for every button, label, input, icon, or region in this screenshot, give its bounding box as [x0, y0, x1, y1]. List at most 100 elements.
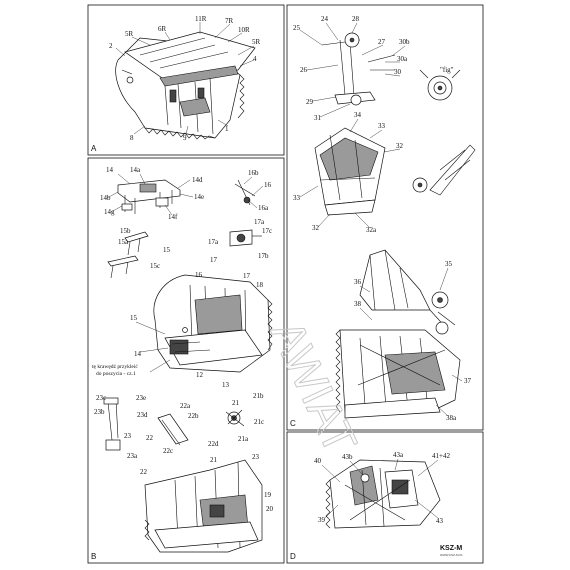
label-a-2: 11R: [195, 15, 207, 23]
label-b-27: 23e: [136, 394, 146, 402]
label-b-37: 21: [232, 399, 240, 407]
label-c-1: 28: [352, 15, 360, 23]
label-b-10: 15b: [120, 227, 131, 235]
label-c-4: 30b: [399, 38, 410, 46]
label-c-19: 38: [354, 300, 362, 308]
label-c-20: 37: [464, 377, 472, 385]
label-c-13: 32: [396, 142, 404, 150]
label-c-9: 31: [314, 114, 322, 122]
label-b-19: 16: [195, 271, 203, 279]
label-b-23: 14: [134, 350, 142, 358]
label-c-14: 33: [293, 194, 301, 202]
panel-a-letter: A: [91, 144, 97, 153]
label-b-34: 22: [146, 434, 154, 442]
label-b-6: 14f: [168, 213, 178, 221]
label-b-16: 17a: [208, 238, 219, 246]
glue-note-line-1: tę krawędź przykleić: [92, 364, 138, 370]
label-c-5: 26: [300, 66, 308, 74]
label-b-2: 14d: [192, 176, 203, 184]
label-b-38: 21b: [253, 392, 264, 400]
brand-logo: KSZ-M: [440, 545, 462, 552]
panel-a-frame: [87, 4, 285, 156]
label-c-21: 38a: [446, 414, 457, 422]
label-c-3: 27: [378, 38, 386, 46]
panel-c-letter: C: [290, 419, 296, 428]
label-b-35: 22c: [163, 447, 173, 455]
label-b-7: 16b: [248, 169, 259, 177]
label-b-22: 15: [130, 314, 138, 322]
panel-b-letter: B: [91, 552, 96, 561]
label-b-45: 20: [266, 505, 274, 513]
label-c-12: 33: [378, 122, 386, 130]
label-b-40: 21a: [238, 435, 249, 443]
panel-d-drawing: [325, 459, 441, 529]
label-c-10: "fig": [440, 66, 454, 74]
panel-c-drawing: [314, 32, 476, 419]
label-b-26: 23c: [96, 394, 106, 402]
label-c-6: 30a: [397, 55, 408, 63]
label-a-7: 4: [253, 55, 257, 63]
panel-a-drawing: [115, 31, 256, 140]
glue-note-line-2: do poszycia - cz.1: [96, 371, 136, 377]
panel-d-frame: [286, 431, 484, 564]
label-b-25: 13: [222, 381, 230, 389]
label-b-0: 14: [106, 166, 114, 174]
label-a-1: 6R: [158, 25, 167, 33]
label-b-42: 21: [210, 456, 218, 464]
label-b-11: 15a: [118, 238, 129, 246]
label-b-33: 22b: [188, 412, 199, 420]
label-b-28: 23b: [94, 408, 105, 416]
panel-b-drawing: [103, 179, 273, 553]
label-a-4: 10R: [238, 26, 250, 34]
label-b-21: 18: [256, 281, 264, 289]
label-b-3: 14b: [100, 194, 111, 202]
label-b-12: 15: [163, 246, 171, 254]
label-c-7: 30: [394, 68, 402, 76]
label-b-13: 15c: [150, 262, 160, 270]
label-b-15: 17c: [262, 227, 272, 235]
label-b-1: 14a: [130, 166, 141, 174]
label-c-11: 34: [354, 111, 362, 119]
panel-d-letter: D: [290, 552, 296, 561]
label-d-5: 43: [436, 517, 444, 525]
label-b-31: 23a: [127, 452, 138, 460]
label-b-20: 17: [243, 272, 251, 280]
label-b-4: 14e: [194, 193, 204, 201]
label-d-0: 40: [314, 457, 322, 465]
label-b-44: 19: [264, 491, 272, 499]
label-c-0: 24: [321, 15, 329, 23]
label-b-41: 22: [140, 468, 148, 476]
label-c-16: 32: [312, 224, 320, 232]
label-b-36: 22d: [208, 440, 219, 448]
label-b-18: 17b: [258, 252, 269, 260]
brand-tagline: WWW.KSZ-M.PL: [440, 553, 463, 557]
label-d-2: 43a: [393, 451, 404, 459]
label-d-4: 39: [318, 516, 326, 524]
label-b-9: 16a: [258, 204, 269, 212]
label-a-3: 7R: [225, 17, 234, 25]
label-c-15: 32a: [366, 226, 377, 234]
label-b-8: 16: [264, 181, 272, 189]
label-b-32: 22a: [180, 402, 191, 410]
label-a-10: 1: [225, 125, 229, 133]
label-c-17: 35: [445, 260, 453, 268]
label-b-24: 12: [196, 371, 204, 379]
label-b-30: 23: [124, 432, 132, 440]
label-d-3: 41+42: [432, 452, 450, 460]
label-a-0: 5R: [125, 30, 134, 38]
label-b-5: 14g: [104, 208, 115, 216]
panel-c-frame: [286, 4, 484, 431]
label-d-1: 43b: [342, 453, 353, 461]
label-b-39: 21c: [254, 418, 264, 426]
label-a-8: 8: [130, 134, 134, 142]
label-b-17: 17: [210, 256, 218, 264]
label-a-5: 2: [109, 42, 113, 50]
label-b-29: 23d: [137, 411, 148, 419]
label-c-2: 25: [293, 24, 301, 32]
label-b-43: 23: [252, 453, 260, 461]
label-c-18: 36: [354, 278, 362, 286]
label-a-9: 9: [183, 134, 187, 142]
panel-b-frame: [87, 157, 285, 564]
